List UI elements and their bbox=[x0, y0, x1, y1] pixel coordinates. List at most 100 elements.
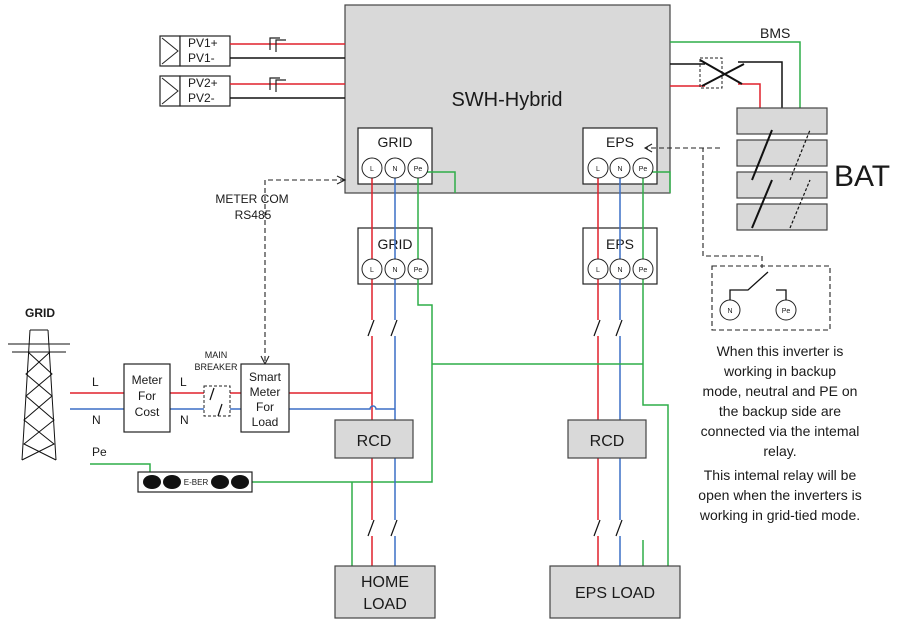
home-load-box bbox=[334, 565, 436, 619]
meter-for-cost-box bbox=[123, 363, 171, 433]
earth-bar-terminal-2 bbox=[163, 475, 181, 489]
main-breaker-icon bbox=[203, 385, 231, 417]
pv1-plus-label: PV1+ bbox=[188, 36, 218, 50]
eps-load-box bbox=[549, 565, 681, 619]
earth-bar-terminal-3 bbox=[211, 475, 229, 489]
inv-grid-l-label: L bbox=[370, 166, 374, 173]
battery-cell-2 bbox=[736, 139, 828, 167]
relay-pe-label: Pe bbox=[782, 308, 791, 315]
inverter-eps-terminals: L N Pe bbox=[587, 157, 654, 179]
note-line: connected via the intemal bbox=[701, 423, 860, 439]
dist-grid-pe-label: Pe bbox=[414, 267, 423, 274]
earth-bar: E-BER bbox=[137, 471, 253, 493]
rcd-home-box bbox=[334, 419, 414, 459]
dist-grid-pe-terminal bbox=[407, 258, 429, 280]
battery-label: BAT bbox=[834, 160, 890, 193]
inv-eps-n-label: N bbox=[617, 166, 622, 173]
battery-chain-icon bbox=[751, 129, 773, 229]
pv2-arrow-icon bbox=[161, 77, 179, 105]
inverter-eps-port-label: EPS bbox=[606, 134, 634, 150]
meter-cost-line1: Meter bbox=[132, 373, 163, 387]
relay-n-label: N bbox=[727, 308, 732, 315]
dist-grid-l-terminal bbox=[361, 258, 383, 280]
note-line: working in grid-tied mode. bbox=[699, 507, 860, 523]
rcd-eps-box bbox=[567, 419, 647, 459]
inv-eps-l-terminal bbox=[587, 157, 609, 179]
utility-pe-label: Pe bbox=[92, 445, 107, 459]
battery-pos-wire bbox=[670, 83, 761, 108]
battery-chain-dashed-icon bbox=[789, 129, 811, 229]
battery-neg-wire bbox=[670, 61, 783, 108]
inv-grid-n-label: N bbox=[392, 166, 397, 173]
utility-n-label: N bbox=[92, 413, 101, 427]
pv2-minus-label: PV2- bbox=[188, 91, 215, 105]
smart-meter-line2: Meter bbox=[250, 385, 281, 399]
note-line: This intemal relay will be bbox=[704, 467, 857, 483]
smart-meter-box bbox=[240, 363, 290, 433]
relay-contact-icon bbox=[729, 271, 787, 300]
main-breaker-line1: MAIN bbox=[205, 350, 228, 360]
utility-grid-label: GRID bbox=[25, 306, 55, 320]
home-load-line1: HOME bbox=[361, 574, 409, 591]
meter-cost-line2: For bbox=[138, 389, 156, 403]
pv1-label-box bbox=[179, 35, 231, 67]
battery-fuse-icon bbox=[699, 57, 723, 89]
dist-eps-l-terminal bbox=[587, 258, 609, 280]
breaker-switch-icons bbox=[366, 319, 626, 537]
rcd-home-label: RCD bbox=[357, 433, 392, 450]
utility-l-label: L bbox=[92, 375, 99, 389]
dist-eps-l-label: L bbox=[596, 267, 600, 274]
earth-bar-terminal-1 bbox=[143, 475, 161, 489]
battery-section: BMS BAT bbox=[670, 25, 890, 231]
inverter-grid-port-label: GRID bbox=[378, 134, 413, 150]
battery-cell-4 bbox=[736, 203, 828, 231]
smart-meter-line1: Smart bbox=[249, 370, 282, 384]
meter-com-protocol: RS485 bbox=[235, 208, 272, 222]
main-breaker-line2: BREAKER bbox=[194, 362, 238, 372]
breaker-n-label: N bbox=[180, 413, 189, 427]
distribution-eps-terminals: L N Pe bbox=[587, 258, 654, 280]
inv-grid-n-terminal bbox=[384, 157, 406, 179]
breaker-l-label: L bbox=[180, 375, 187, 389]
note-line: relay. bbox=[763, 443, 796, 459]
earth-bar-label: E-BER bbox=[184, 478, 209, 487]
dist-eps-n-label: N bbox=[617, 267, 622, 274]
smart-meter-line3: For bbox=[256, 400, 274, 414]
pv1-input: PV1+ PV1- bbox=[159, 35, 345, 67]
inverter-grid-terminals: L N Pe bbox=[361, 157, 429, 179]
inv-grid-l-terminal bbox=[361, 157, 383, 179]
battery-cell-1 bbox=[736, 107, 828, 135]
battery-cell-3 bbox=[736, 171, 828, 199]
meter-com-line bbox=[264, 179, 345, 364]
eps-pe-down-wire bbox=[642, 278, 669, 570]
dist-eps-pe-terminal bbox=[632, 258, 654, 280]
inv-eps-n-terminal bbox=[609, 157, 631, 179]
dist-eps-pe-label: Pe bbox=[639, 267, 648, 274]
utility-pe-wire bbox=[90, 463, 151, 472]
pv2-dc-switch-icon bbox=[269, 77, 286, 92]
meter-com-label: METER COM bbox=[215, 192, 288, 206]
pv2-label-box bbox=[179, 75, 231, 107]
dist-eps-n-terminal bbox=[609, 258, 631, 280]
inv-eps-pe-terminal bbox=[632, 157, 654, 179]
relay-note: When this inverter is working in backup … bbox=[698, 343, 861, 523]
inv-eps-l-label: L bbox=[596, 166, 600, 173]
relay-arrow-icon bbox=[643, 143, 653, 153]
meter-com-arrow-top-icon bbox=[336, 175, 347, 185]
home-load-line2: LOAD bbox=[363, 596, 407, 613]
note-line: working in backup bbox=[723, 363, 836, 379]
pv1-panel-icon bbox=[159, 35, 181, 67]
bms-wire bbox=[670, 41, 801, 108]
inv-eps-pe-label: Pe bbox=[639, 166, 648, 173]
pv2-input: PV2+ PV2- bbox=[159, 75, 345, 107]
pv1-arrow-icon bbox=[161, 37, 179, 65]
dist-grid-n-label: N bbox=[392, 267, 397, 274]
dist-grid-l-label: L bbox=[370, 267, 374, 274]
pv1-dc-switch-icon bbox=[269, 37, 286, 52]
dist-grid-n-terminal bbox=[384, 258, 406, 280]
distribution-grid-terminals: L N Pe bbox=[361, 258, 429, 280]
earth-bar-terminal-4 bbox=[231, 475, 249, 489]
pv2-plus-label: PV2+ bbox=[188, 76, 218, 90]
pv2-panel-icon bbox=[159, 75, 181, 107]
